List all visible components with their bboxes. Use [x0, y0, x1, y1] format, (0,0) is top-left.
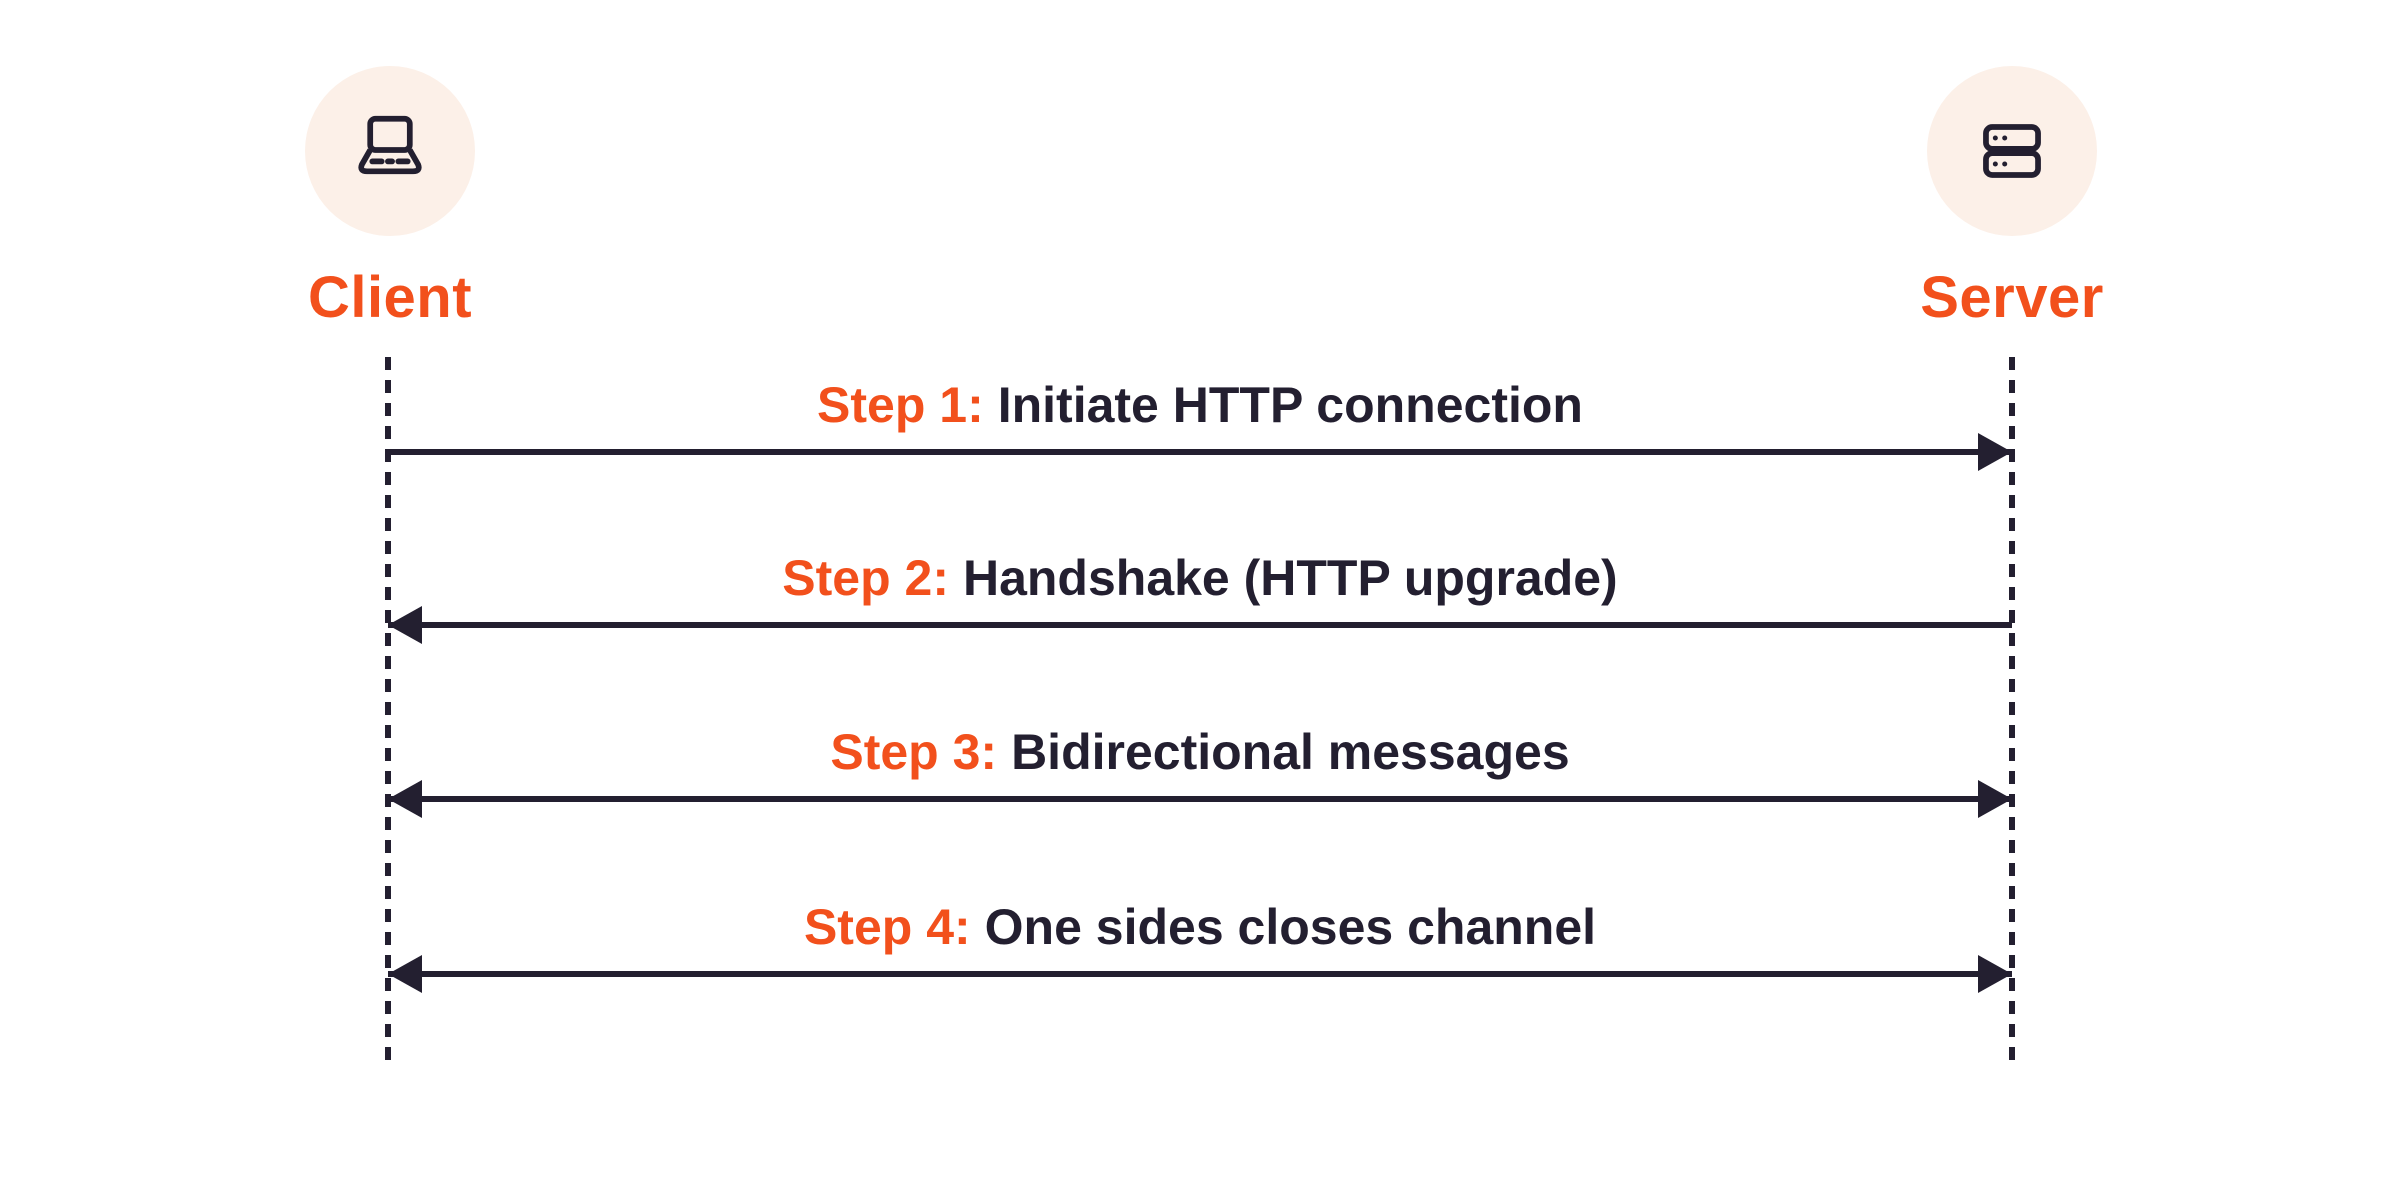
message-arrow-4-both	[388, 955, 2012, 993]
step-prefix: Step 1:	[817, 377, 984, 433]
message-arrow-2-left	[388, 606, 2012, 644]
step-label-4: Step 4:One sides closes channel	[388, 899, 2012, 955]
arrowhead-right	[1978, 955, 2012, 993]
arrowhead-left	[388, 606, 422, 644]
message-arrow-3-both	[388, 780, 2012, 818]
arrowhead-left	[388, 780, 422, 818]
client-circle	[305, 66, 475, 236]
step-label-2: Step 2:Handshake (HTTP upgrade)	[388, 550, 2012, 606]
server-circle	[1927, 66, 2097, 236]
actor-label-client: Client	[307, 265, 473, 330]
arrowhead-right	[1978, 433, 2012, 471]
step-prefix: Step 4:	[803, 899, 971, 955]
message-arrow-1-right	[388, 433, 2012, 471]
step-prefix: Step 2:	[782, 550, 949, 606]
step-text: One sides closes channel	[984, 899, 1597, 955]
step-text: Initiate HTTP connection	[997, 377, 1583, 433]
step-text: Bidirectional messages	[1011, 724, 1570, 780]
lifeline-server	[2009, 357, 2015, 1067]
arrowhead-right	[1978, 780, 2012, 818]
step-label-1: Step 1:Initiate HTTP connection	[388, 377, 2012, 433]
step-text: Handshake (HTTP upgrade)	[962, 550, 1618, 606]
step-prefix: Step 3:	[830, 724, 998, 780]
step-label-3: Step 3:Bidirectional messages	[388, 724, 2012, 780]
arrowhead-left	[388, 955, 422, 993]
actor-client: Client	[220, 66, 560, 331]
laptop-icon	[358, 115, 422, 175]
server-icon	[1983, 124, 2041, 178]
lifeline-client	[385, 357, 391, 1067]
actor-label-server: Server	[1920, 265, 2104, 330]
actor-server: Server	[1842, 66, 2182, 331]
